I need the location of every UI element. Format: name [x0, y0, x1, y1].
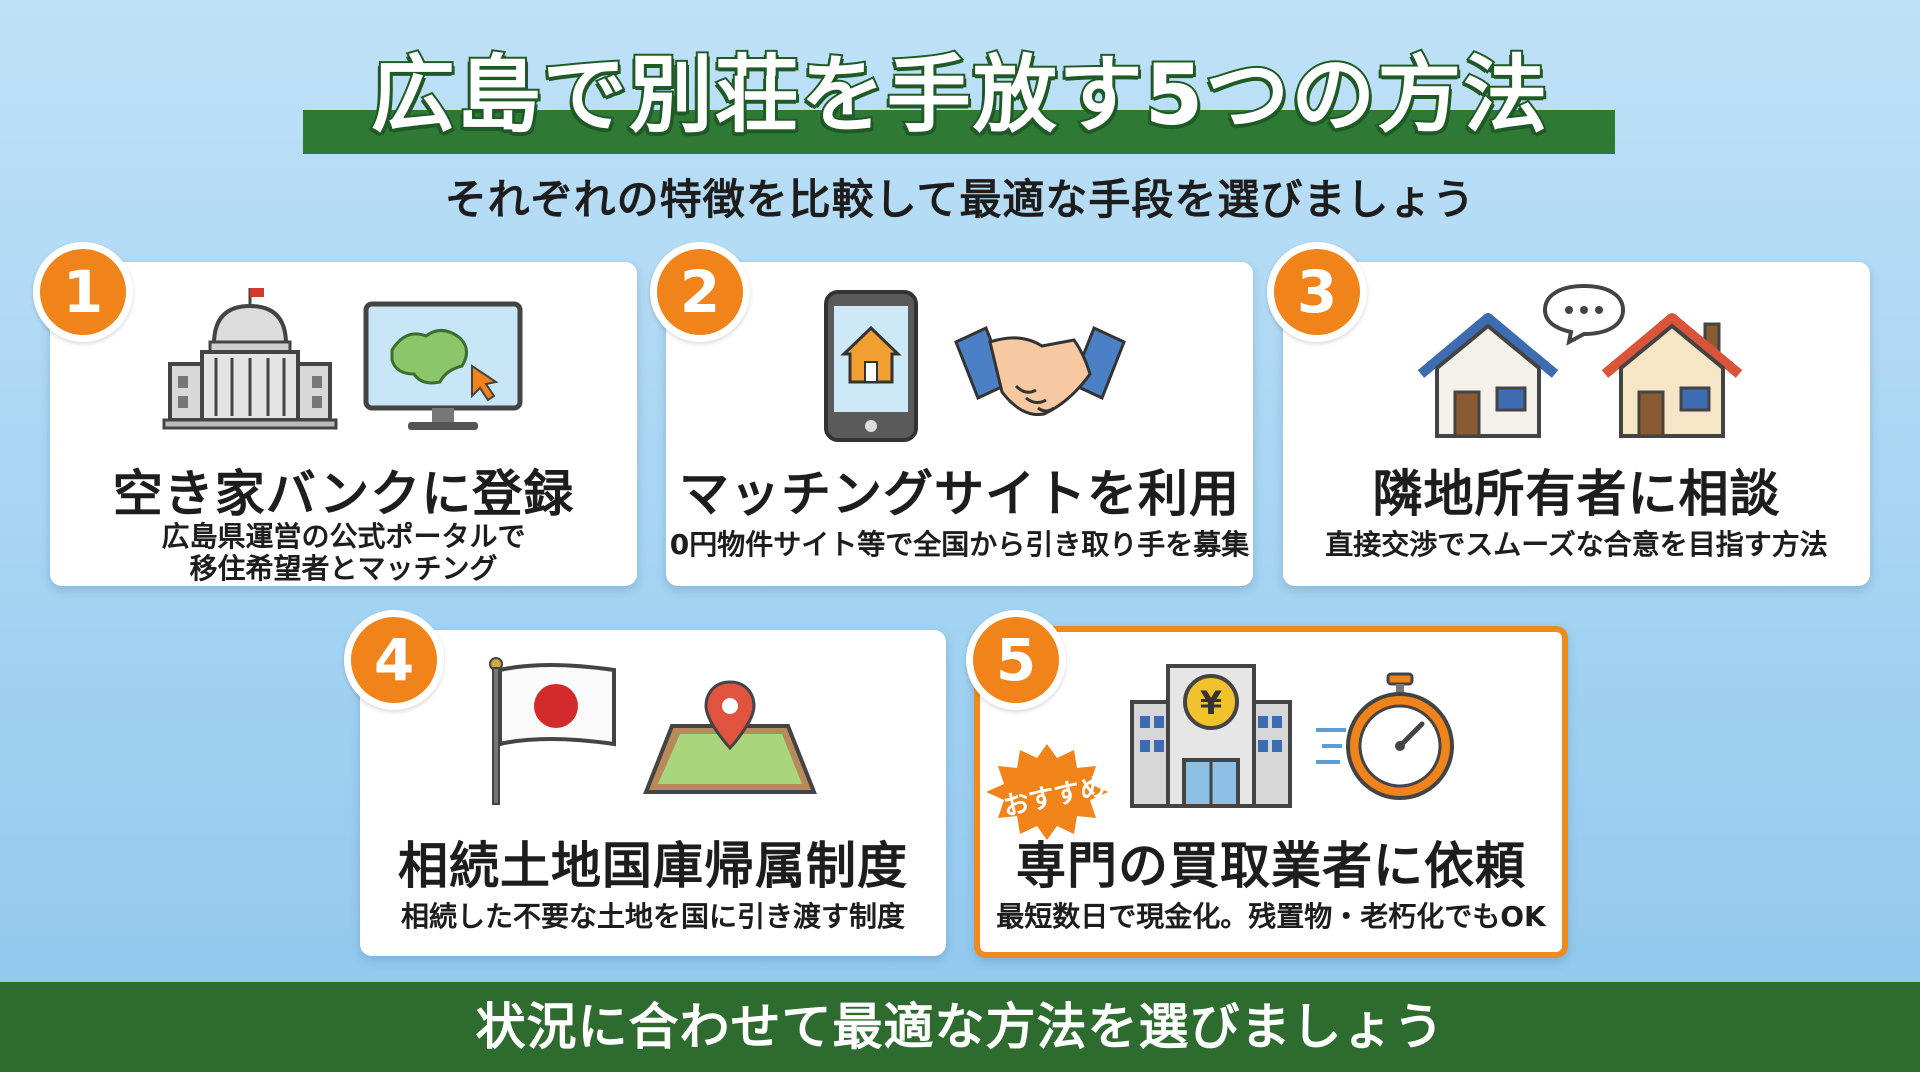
- house-blue-icon: [1417, 313, 1559, 438]
- card-title: マッチングサイトを利用: [679, 465, 1240, 523]
- number-badge-3: 3: [1267, 242, 1367, 342]
- recommended-burst-icon: [986, 744, 1108, 840]
- footer-banner: 状況に合わせて最適な方法を選びましょう: [0, 982, 1920, 1072]
- card-desc-line1: 0円物件サイト等で全国から引き取り手を募集: [669, 528, 1250, 561]
- card-desc-line1: 最短数日で現金化。残置物・老朽化でもOK: [996, 900, 1546, 933]
- smartphone-house-icon: [824, 290, 918, 442]
- number-badge-5: 5: [966, 610, 1066, 710]
- yen-building-icon: ¥: [1130, 664, 1292, 808]
- map-monitor-icon: [363, 301, 523, 430]
- page-title: 広島で別荘を手放す5つの方法: [369, 44, 1550, 146]
- number-badge-2: 2: [650, 242, 750, 342]
- card-desc-line1: 相続した不要な土地を国に引き渡す制度: [400, 900, 905, 933]
- handshake-icon: [954, 325, 1126, 417]
- page-subtitle: それぞれの特徴を比較して最適な手段を選びましょう: [444, 175, 1476, 224]
- card-title: 空き家バンクに登録: [112, 465, 575, 523]
- svg-text:¥: ¥: [1200, 684, 1222, 722]
- house-red-icon: [1601, 313, 1743, 438]
- method-card-5: ¥ おすすめ 専門の買取業者に依頼 最短数日で現金化。残置物・老朽化でもOK: [974, 626, 1568, 958]
- card-title: 相続土地国庫帰属制度: [398, 837, 908, 895]
- method-card-2: マッチングサイトを利用 0円物件サイト等で全国から引き取り手を募集: [666, 262, 1253, 586]
- method-card-3: 隣地所有者に相談 直接交渉でスムーズな合意を目指す方法: [1283, 262, 1870, 586]
- japan-flag-icon: [489, 657, 616, 805]
- stopwatch-icon: [1316, 672, 1454, 800]
- card-title: 隣地所有者に相談: [1372, 465, 1781, 523]
- speech-bubble-icon: [1542, 283, 1626, 346]
- title-wrap: 広島で別荘を手放す5つの方法: [0, 40, 1920, 150]
- card-desc-line2: 移住希望者とマッチング: [189, 552, 498, 585]
- land-pin-icon: [643, 680, 817, 794]
- number-badge-1: 1: [33, 242, 133, 342]
- government-building-icon: [162, 288, 338, 430]
- card-desc-line1: 直接交渉でスムーズな合意を目指す方法: [1325, 528, 1828, 561]
- card-title: 専門の買取業者に依頼: [1016, 837, 1526, 895]
- number-badge-4: 4: [344, 610, 444, 710]
- card-desc-line1: 広島県運営の公式ポータルで: [161, 520, 526, 553]
- method-card-1: 空き家バンクに登録 広島県運営の公式ポータルで 移住希望者とマッチング: [50, 262, 637, 586]
- title-band: [303, 110, 1615, 154]
- method-card-4: 相続土地国庫帰属制度 相続した不要な土地を国に引き渡す制度: [360, 630, 946, 956]
